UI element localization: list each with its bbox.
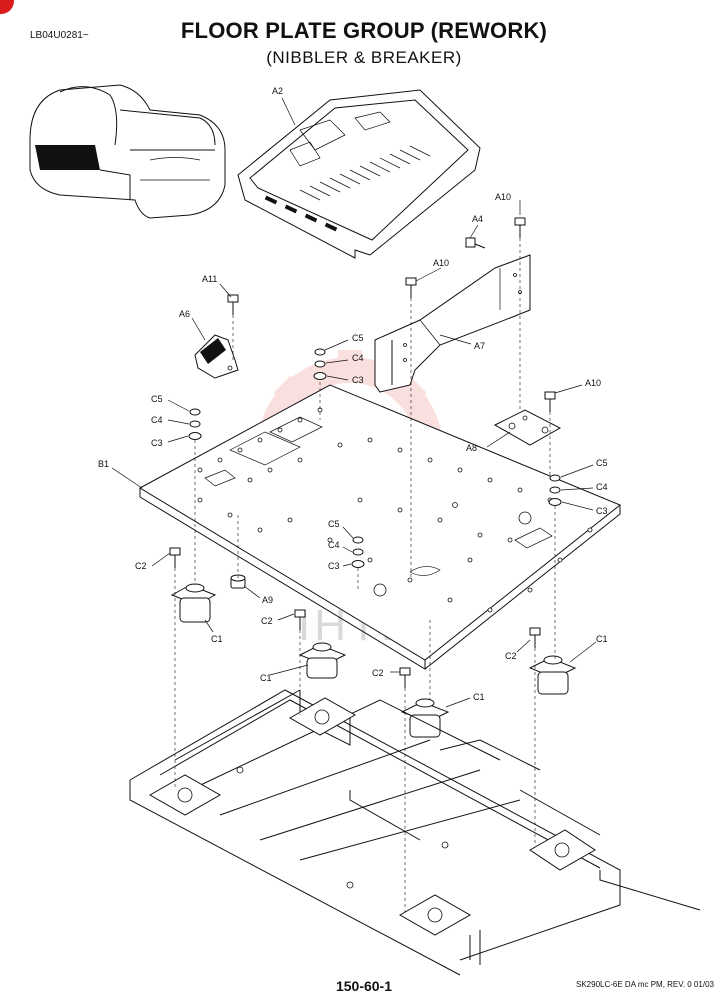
callout-c4-top: C4 bbox=[352, 353, 364, 363]
plate-a8 bbox=[493, 409, 562, 446]
floor-mat-a2 bbox=[237, 89, 481, 259]
callout-c4-right: C4 bbox=[596, 482, 608, 492]
callout-a4: A4 bbox=[472, 214, 483, 224]
callout-c3-left: C3 bbox=[151, 438, 163, 448]
base-frame bbox=[129, 689, 701, 976]
washer-stacks bbox=[188, 348, 562, 568]
callout-c3-right: C3 bbox=[596, 506, 608, 516]
callout-c3-mid: C3 bbox=[328, 561, 340, 571]
callout-c2-front: C2 bbox=[372, 668, 384, 678]
callout-c5-mid: C5 bbox=[328, 519, 340, 529]
callout-a10-right: A10 bbox=[585, 378, 601, 388]
floor-plate-b1 bbox=[138, 384, 621, 670]
callout-c1-right: C1 bbox=[596, 634, 608, 644]
callout-a8: A8 bbox=[466, 443, 477, 453]
pedal-a6 bbox=[194, 334, 239, 379]
callout-c1-center: C1 bbox=[260, 673, 272, 683]
assembly-lines bbox=[174, 238, 556, 912]
page-subtitle: (NIBBLER & BREAKER) bbox=[266, 48, 462, 67]
callout-a10-mid: A10 bbox=[433, 258, 449, 268]
callout-c1-left: C1 bbox=[211, 634, 223, 644]
bracket-a7 bbox=[374, 254, 531, 393]
callout-b1: B1 bbox=[98, 459, 109, 469]
callout-a9: A9 bbox=[262, 595, 273, 605]
document-code: LB04U0281~ bbox=[30, 30, 89, 41]
callout-c4-left: C4 bbox=[151, 415, 163, 425]
callout-c3-top: C3 bbox=[352, 375, 364, 385]
callout-leaders bbox=[111, 97, 597, 708]
callout-a11: A11 bbox=[202, 274, 217, 284]
callout-a2: A2 bbox=[272, 86, 283, 96]
footer-reference: SK290LC-6E DA mc PM, REV. 0 01/03 bbox=[576, 980, 714, 989]
callout-c2-right: C2 bbox=[505, 651, 517, 661]
callout-c2-left: C2 bbox=[135, 561, 147, 571]
callout-a10-top: A10 bbox=[495, 192, 511, 202]
cab-seat-inset bbox=[29, 84, 226, 219]
callout-a7: A7 bbox=[474, 341, 485, 351]
callout-c5-top: C5 bbox=[352, 333, 364, 343]
page-title: FLOOR PLATE GROUP (REWORK) bbox=[180, 18, 548, 43]
callout-c1-front: C1 bbox=[473, 692, 485, 702]
callout-c4-mid: C4 bbox=[328, 540, 340, 550]
callout-c2-center: C2 bbox=[261, 616, 273, 626]
callout-a6: A6 bbox=[179, 309, 190, 319]
callout-c5-left: C5 bbox=[151, 394, 163, 404]
callout-labels: A2 A10 A4 A10 A11 A6 A7 A10 A8 B1 C5 C4 … bbox=[98, 86, 608, 702]
page-number: 150-60-1 bbox=[335, 978, 393, 994]
callout-c5-right: C5 bbox=[596, 458, 608, 468]
rubber-mounts-c1 bbox=[170, 583, 577, 738]
bolts bbox=[169, 217, 556, 688]
